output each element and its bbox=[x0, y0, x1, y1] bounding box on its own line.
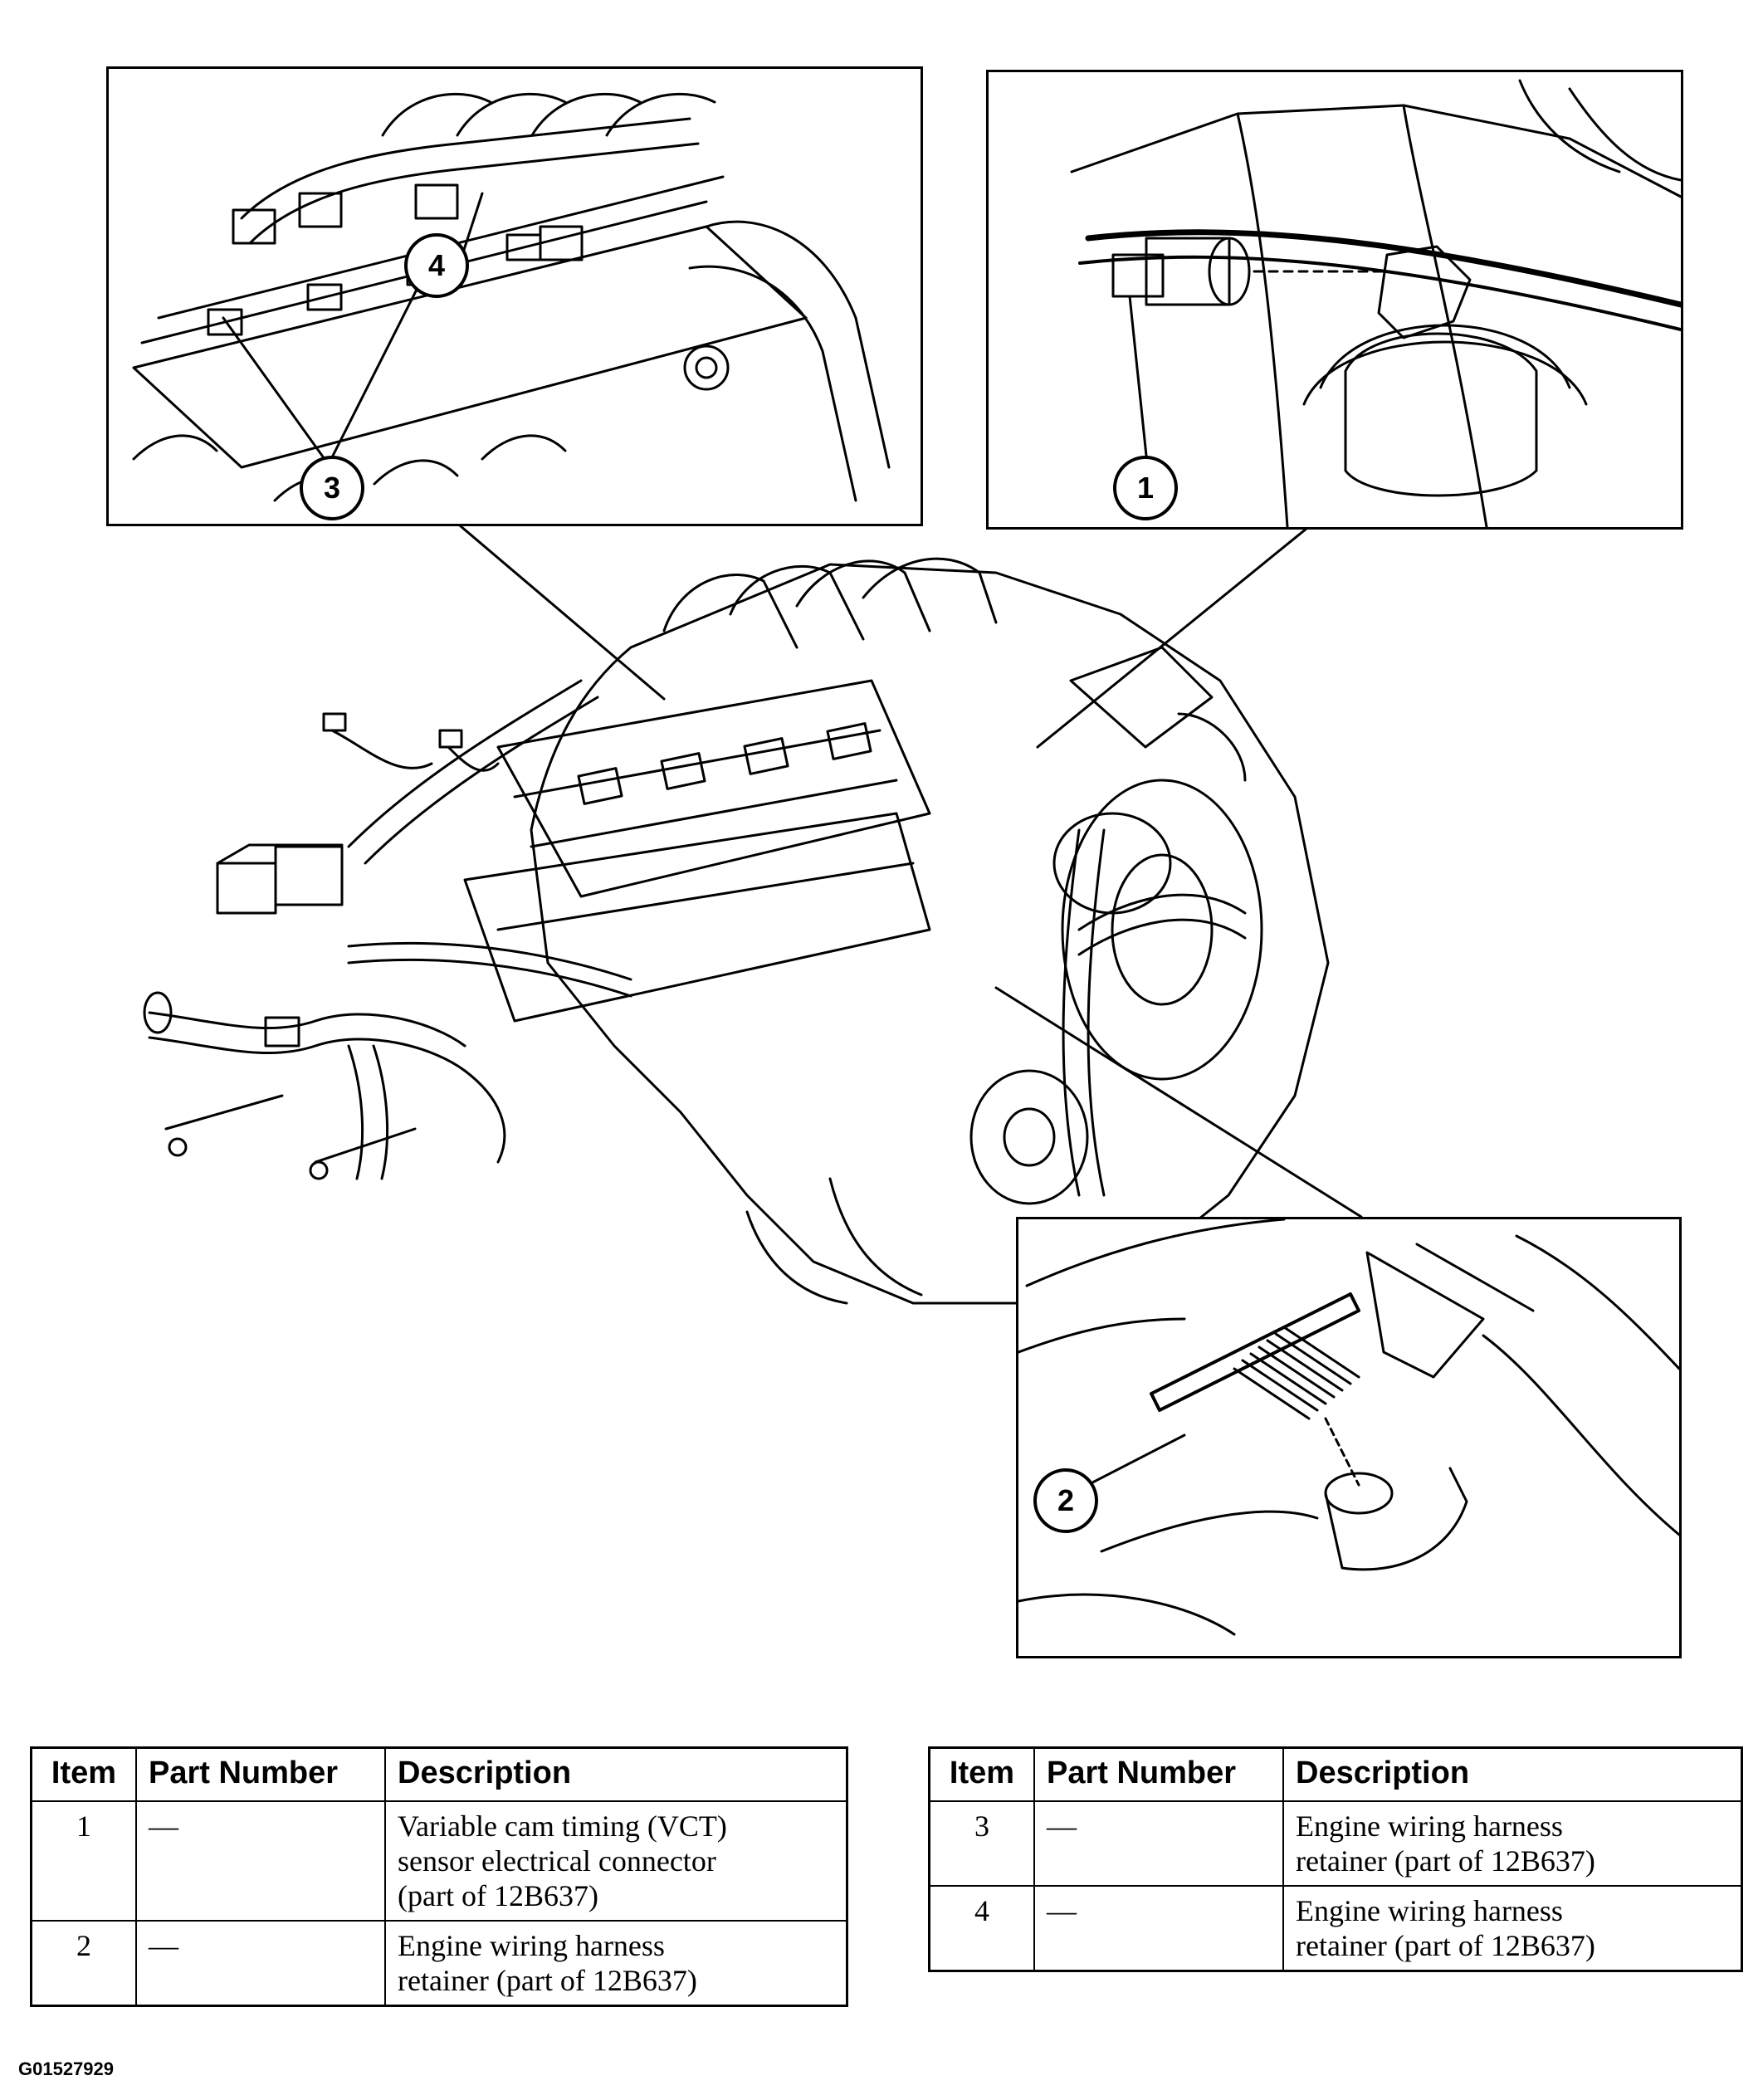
parts-table-right: Item Part Number Description 3 — Engine … bbox=[928, 1746, 1743, 1972]
header-part-number: Part Number bbox=[1033, 1746, 1284, 1802]
table-header-row: Item Part Number Description bbox=[30, 1746, 848, 1802]
detail-inset-vct-connector: 1 bbox=[986, 70, 1683, 530]
cell-part-number: — bbox=[1033, 1885, 1284, 1972]
callout-4: 4 bbox=[404, 233, 469, 298]
header-description: Description bbox=[384, 1746, 848, 1802]
parts-table-left: Item Part Number Description 1 — Variabl… bbox=[30, 1746, 848, 2007]
valve-cover bbox=[496, 679, 931, 898]
cell-part-number: — bbox=[1033, 1800, 1284, 1887]
table-row: 4 — Engine wiring harness retainer (part… bbox=[928, 1885, 1743, 1972]
cell-description: Engine wiring harness retainer (part of … bbox=[384, 1920, 848, 2007]
callout-3: 3 bbox=[300, 456, 364, 520]
inset-illustration-top-left bbox=[132, 92, 891, 502]
table-header-row: Item Part Number Description bbox=[928, 1746, 1743, 1802]
table-row: 3 — Engine wiring harness retainer (part… bbox=[928, 1800, 1743, 1887]
leader-line-top-right bbox=[1036, 523, 1313, 749]
cell-item: 2 bbox=[30, 1920, 137, 2007]
table-row: 2 — Engine wiring harness retainer (part… bbox=[30, 1920, 848, 2007]
leader-line-bottom-right bbox=[994, 986, 1363, 1218]
detail-inset-retainers-3-4: 4 3 bbox=[106, 66, 923, 526]
description-line: retainer (part of 12B637) bbox=[1296, 1844, 1595, 1878]
description-line: Engine wiring harness bbox=[1296, 1894, 1563, 1927]
description-line: Engine wiring harness bbox=[398, 1929, 665, 1962]
description-line: (part of 12B637) bbox=[398, 1879, 598, 1912]
engine-illustration bbox=[143, 520, 1363, 1305]
figure-code: G01527929 bbox=[18, 2058, 114, 2079]
cell-description: Engine wiring harness retainer (part of … bbox=[1282, 1800, 1743, 1887]
table-row: 1 — Variable cam timing (VCT) sensor ele… bbox=[30, 1800, 848, 1922]
cell-item: 1 bbox=[30, 1800, 137, 1922]
cell-description: Variable cam timing (VCT) sensor electri… bbox=[384, 1800, 848, 1922]
callout-1: 1 bbox=[1113, 456, 1178, 520]
cell-description: Engine wiring harness retainer (part of … bbox=[1282, 1885, 1743, 1972]
callout-2: 2 bbox=[1033, 1468, 1098, 1533]
header-item: Item bbox=[928, 1746, 1035, 1802]
inset-illustration-top-right bbox=[1070, 79, 1681, 527]
cell-item: 4 bbox=[928, 1885, 1035, 1972]
engine-diagram: 4 3 1 bbox=[106, 66, 1683, 1658]
description-line: retainer (part of 12B637) bbox=[1296, 1929, 1595, 1962]
cell-part-number: — bbox=[135, 1800, 386, 1922]
cell-part-number: — bbox=[135, 1920, 386, 2007]
leader-line-top-left bbox=[453, 520, 666, 701]
description-line: Variable cam timing (VCT) bbox=[398, 1809, 727, 1843]
inset-illustration-bottom-right bbox=[1018, 1219, 1679, 1636]
header-item: Item bbox=[30, 1746, 137, 1802]
detail-inset-retainer-2: 2 bbox=[1016, 1217, 1682, 1658]
description-line: retainer (part of 12B637) bbox=[398, 1964, 697, 1997]
engine-block-outline bbox=[530, 563, 1330, 1305]
description-line: sensor electrical connector bbox=[398, 1844, 716, 1878]
cell-item: 3 bbox=[928, 1800, 1035, 1887]
header-part-number: Part Number bbox=[135, 1746, 386, 1802]
description-line: Engine wiring harness bbox=[1296, 1809, 1563, 1843]
header-description: Description bbox=[1282, 1746, 1743, 1802]
